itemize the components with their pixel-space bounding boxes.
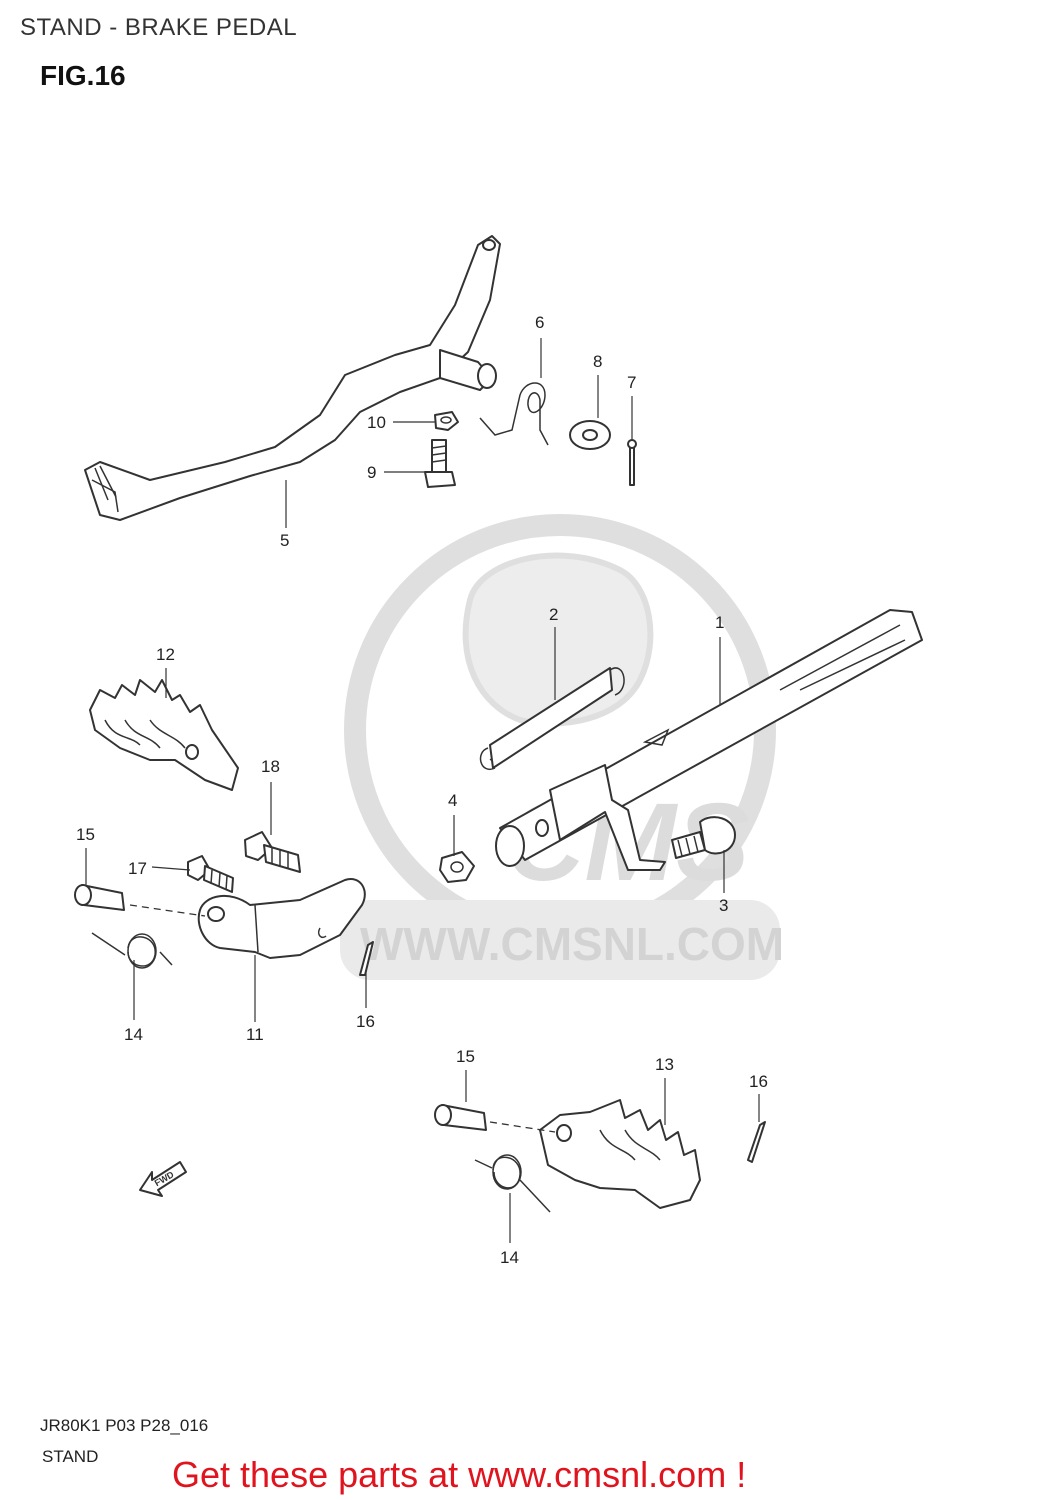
callout-6: 6 [535, 313, 544, 332]
alignment-line-right [489, 1121, 556, 1133]
callout-15b: 15 [456, 1047, 475, 1066]
watermark-mascot-icon [462, 552, 654, 727]
part-nut [434, 411, 459, 431]
callout-14a: 14 [124, 1025, 143, 1044]
callout-2: 2 [549, 605, 558, 624]
part-stand-nut [439, 851, 475, 883]
callout-16b: 16 [749, 1072, 768, 1091]
part-torsion-spring-14b [474, 1154, 551, 1213]
watermark-url: WWW.CMSNL.COM [360, 918, 784, 970]
page-title: STAND - BRAKE PEDAL [20, 14, 298, 41]
callout-1: 1 [715, 613, 724, 632]
part-stand-bolt [671, 816, 736, 859]
part-side-stand [495, 609, 923, 871]
forward-direction-arrow: FWD [139, 1161, 187, 1197]
part-pin-15b [434, 1104, 487, 1131]
callout-leaders [85, 338, 760, 1243]
promo-link-text[interactable]: Get these parts at www.cmsnl.com ! [172, 1454, 747, 1495]
part-washer [569, 420, 611, 450]
callout-7: 7 [627, 373, 636, 392]
part-pin-15a [74, 884, 125, 911]
callout-16a: 16 [356, 1012, 375, 1031]
callout-14b: 14 [500, 1248, 519, 1267]
part-cotter-pin-7 [627, 439, 637, 486]
callout-10: 10 [367, 413, 386, 432]
callout-labels: 1 2 3 4 5 6 7 8 9 10 11 12 13 14 14 15 1… [76, 313, 768, 1267]
alignment-line-left [129, 904, 206, 917]
callout-5: 5 [280, 531, 289, 550]
part-footrest-bolt-18 [244, 831, 301, 873]
callout-3: 3 [719, 896, 728, 915]
callout-17: 17 [128, 859, 147, 878]
figure-number: FIG.16 [40, 60, 126, 91]
part-return-spring [479, 382, 549, 446]
section-label: STAND [42, 1447, 99, 1466]
diagram-code: JR80K1 P03 P28_016 [40, 1416, 209, 1435]
part-footrest-right [539, 1099, 701, 1209]
callout-12: 12 [156, 645, 175, 664]
part-footrest-left [89, 679, 239, 791]
part-torsion-spring-14a [91, 932, 173, 969]
part-cotter-pin-16b [747, 1121, 766, 1163]
watermark-url-band [340, 900, 780, 980]
callout-15a: 15 [76, 825, 95, 844]
part-bolt-9 [424, 439, 456, 488]
callout-13: 13 [655, 1055, 674, 1074]
callout-18: 18 [261, 757, 280, 776]
callout-9: 9 [367, 463, 376, 482]
part-footrest-bolt-17 [187, 855, 234, 893]
part-stand-spring [479, 667, 625, 771]
part-footrest-bracket [197, 878, 366, 959]
part-brake-pedal [84, 235, 501, 521]
callout-11: 11 [246, 1025, 264, 1044]
part-cotter-pin-16a [359, 941, 374, 976]
callout-8: 8 [593, 352, 602, 371]
callout-4: 4 [448, 791, 457, 810]
